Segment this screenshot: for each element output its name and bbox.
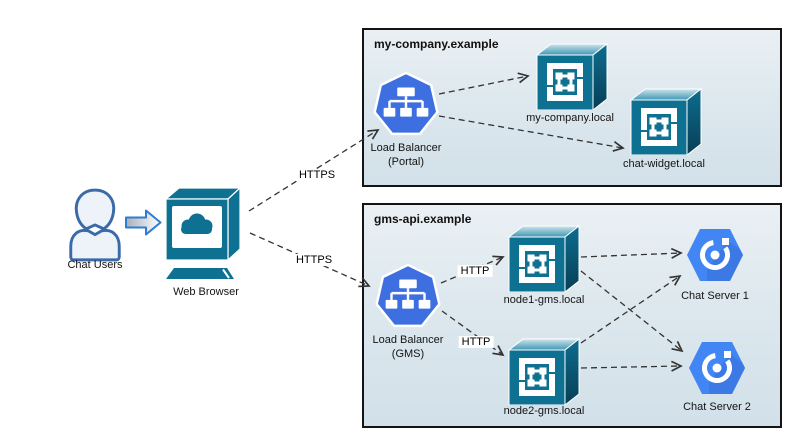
app-cube-icon <box>507 224 581 292</box>
app-cube-icon <box>629 87 703 155</box>
edge-label-http-node1: HTTP <box>457 265 493 277</box>
node-lb-gms <box>373 261 443 333</box>
label-lb-portal: Load Balancer (Portal) <box>370 142 442 168</box>
load-balancer-heptagon-icon <box>373 71 439 136</box>
computer-browser-icon <box>164 186 242 279</box>
node-web-browser <box>163 184 245 282</box>
app-cube-icon <box>507 337 581 405</box>
group-title-gms-api: gms-api.example <box>374 212 472 226</box>
label-node1-gms-local: node1-gms.local <box>503 294 585 306</box>
load-balancer-heptagon-icon <box>375 263 441 328</box>
node-node2-gms-local <box>507 337 581 405</box>
node-chat-users <box>63 186 127 262</box>
node-chat-widget-local <box>629 87 703 155</box>
label-chat-server-2: Chat Server 2 <box>683 401 751 413</box>
label-web-browser: Web Browser <box>173 286 239 298</box>
label-chat-users: Chat Users <box>67 259 123 271</box>
cloud-hexagon-icon <box>689 342 745 394</box>
cloud-hexagon-icon <box>687 229 743 281</box>
app-cube-icon <box>535 42 609 110</box>
node-chat-server-1 <box>685 226 745 284</box>
edge-label-https-gms: HTTPS <box>292 254 336 266</box>
group-title-my-company: my-company.example <box>374 37 499 51</box>
node-my-company-local <box>535 42 609 110</box>
person-icon <box>69 188 121 262</box>
node-lb-portal <box>371 69 441 141</box>
edge-users-to-browser-block-arrow <box>125 209 162 236</box>
node-node1-gms-local <box>507 224 581 292</box>
label-lb-gms: Load Balancer (GMS) <box>372 334 444 360</box>
label-chat-widget-local: chat-widget.local <box>623 158 705 170</box>
edge-label-http-node2: HTTP <box>458 336 494 348</box>
edge-label-https-portal: HTTPS <box>295 169 339 181</box>
node-chat-server-2 <box>687 339 747 397</box>
label-chat-server-1: Chat Server 1 <box>681 290 749 302</box>
label-node2-gms-local: node2-gms.local <box>503 405 585 417</box>
label-my-company-local: my-company.local <box>526 112 614 124</box>
